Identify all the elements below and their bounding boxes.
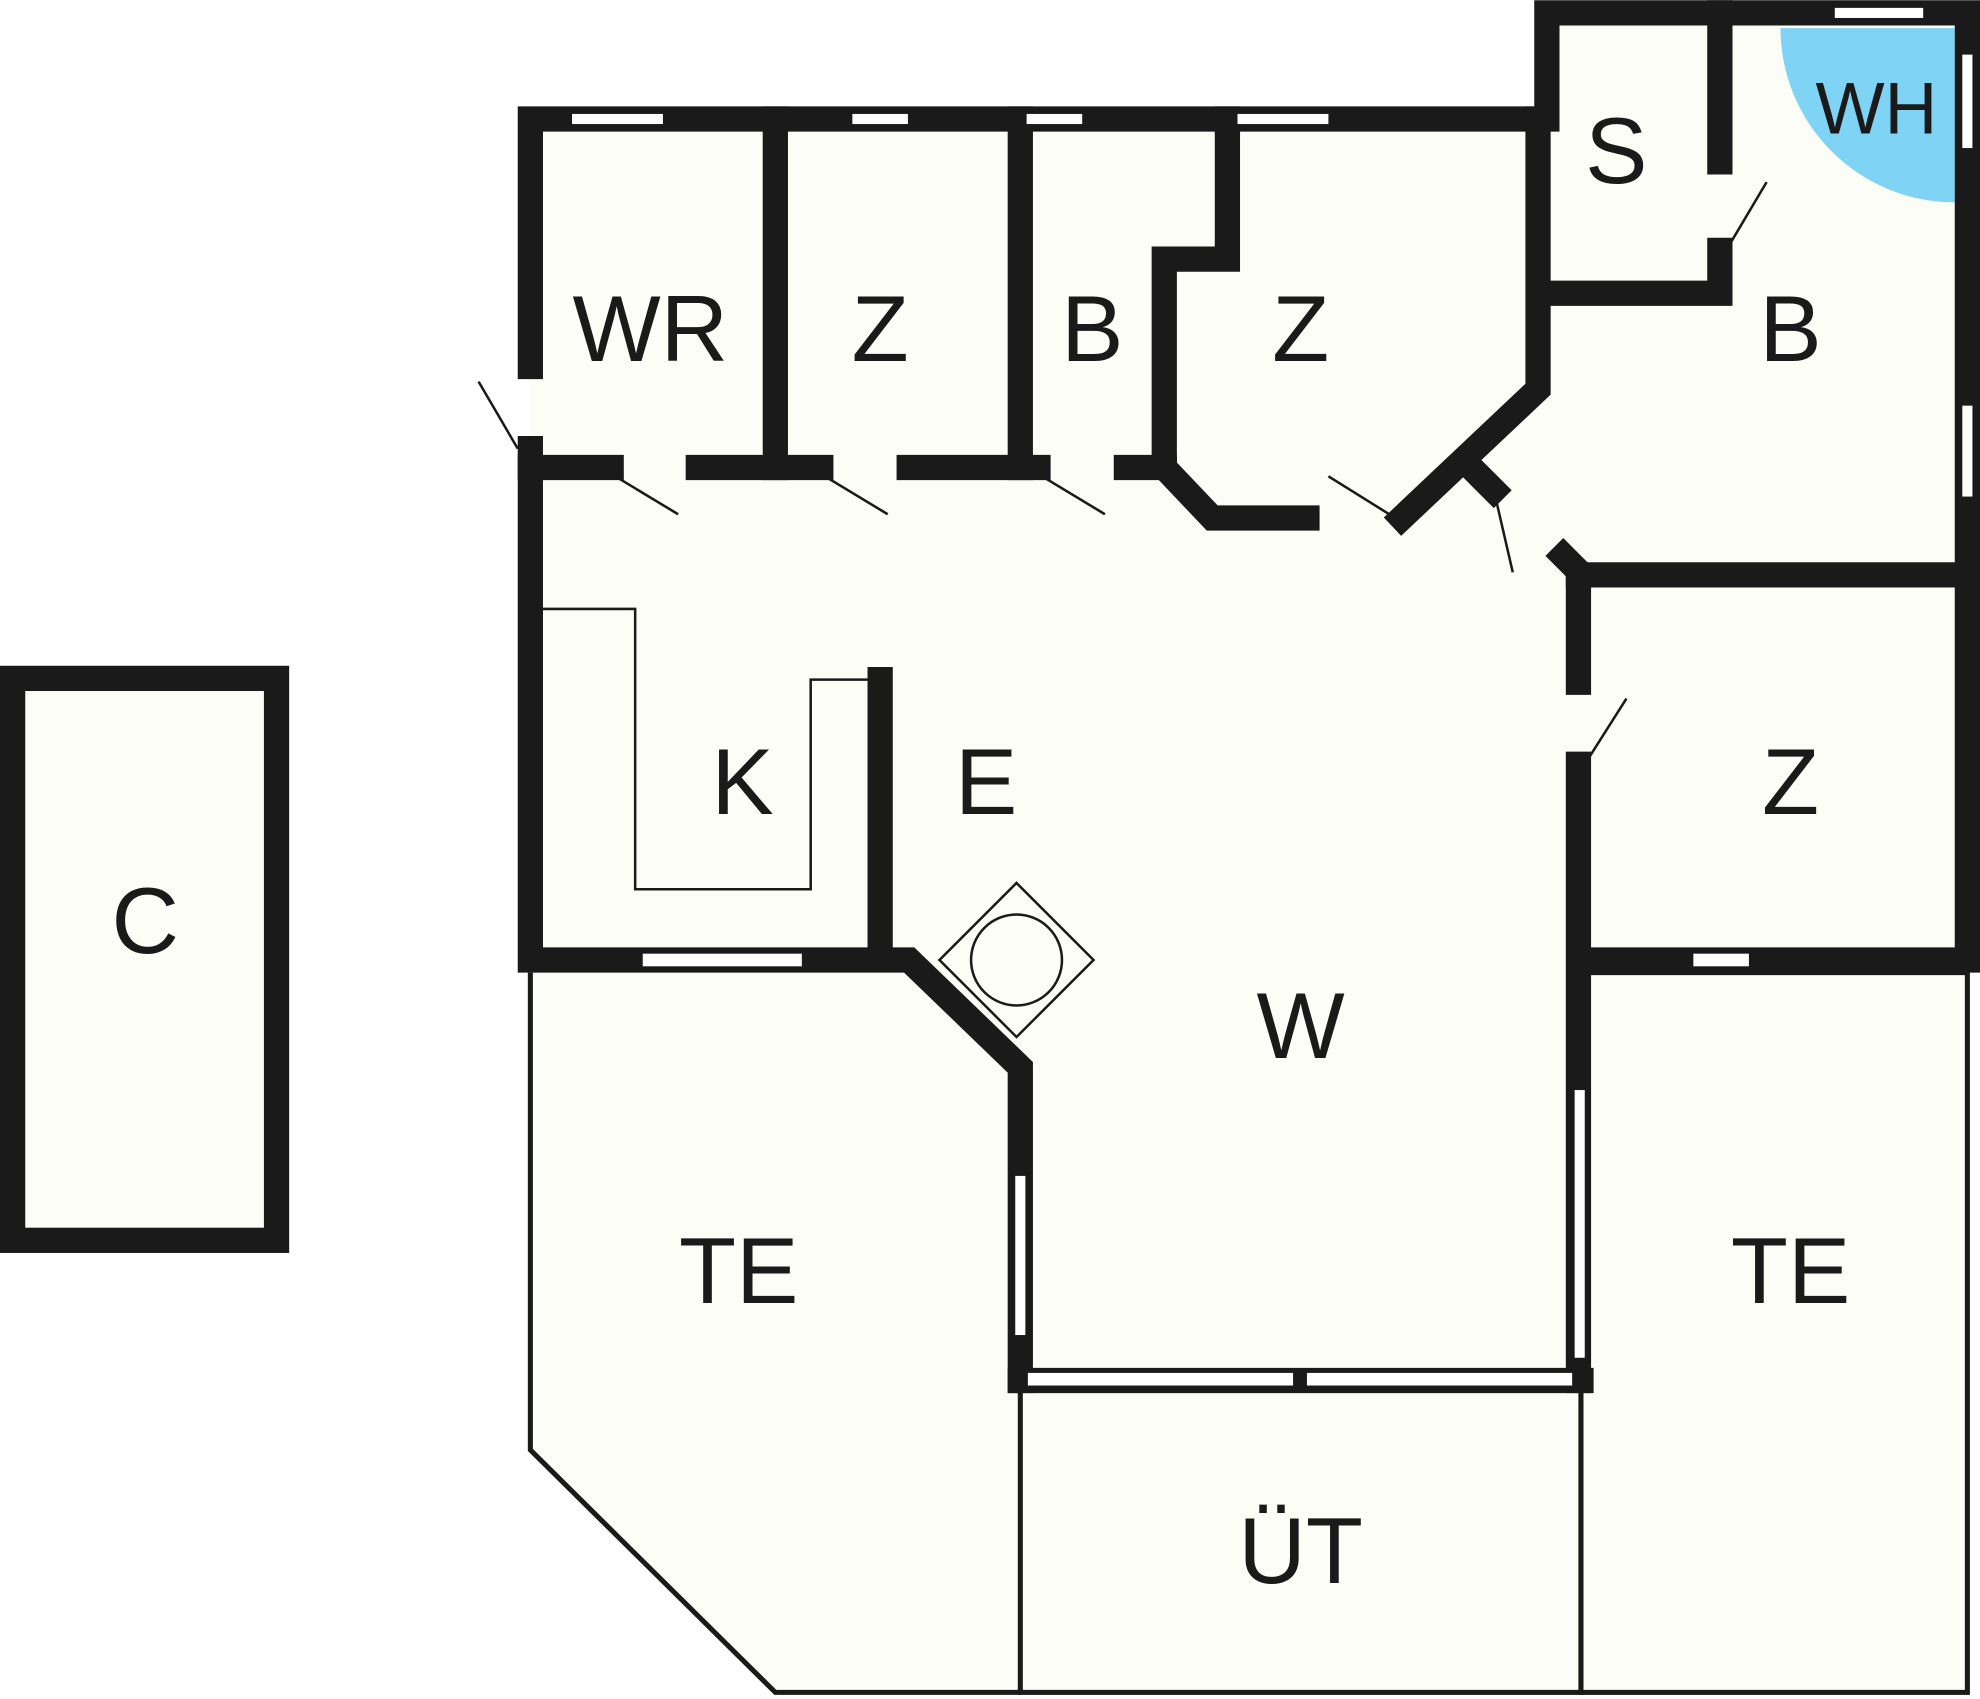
room-label-te2: TE (1731, 1218, 1850, 1323)
room-label-z1: Z (852, 276, 909, 381)
kitchen-counter (542, 607, 881, 891)
door-swings (477, 181, 1768, 765)
room-fills (12, 12, 1968, 1693)
room-label-b2: B (1759, 276, 1821, 381)
room-label-ut: ÜT (1238, 1498, 1363, 1603)
fireplace-icon (937, 881, 1096, 1039)
room-label-te1: TE (679, 1218, 798, 1323)
room-label-z2: Z (1272, 276, 1329, 381)
water-heater-zone (1780, 28, 1955, 203)
room-label-c: C (111, 868, 178, 973)
room-label-k: K (711, 729, 773, 834)
room-label-wr: WR (572, 276, 728, 381)
room-label-wh: WH (1815, 67, 1937, 149)
room-label-b1: B (1061, 276, 1123, 381)
windows (569, 5, 1975, 1389)
room-label-s: S (1585, 98, 1647, 203)
room-label-e: E (955, 729, 1017, 834)
room-label-w: W (1257, 973, 1345, 1078)
room-label-z3: Z (1762, 729, 1819, 834)
